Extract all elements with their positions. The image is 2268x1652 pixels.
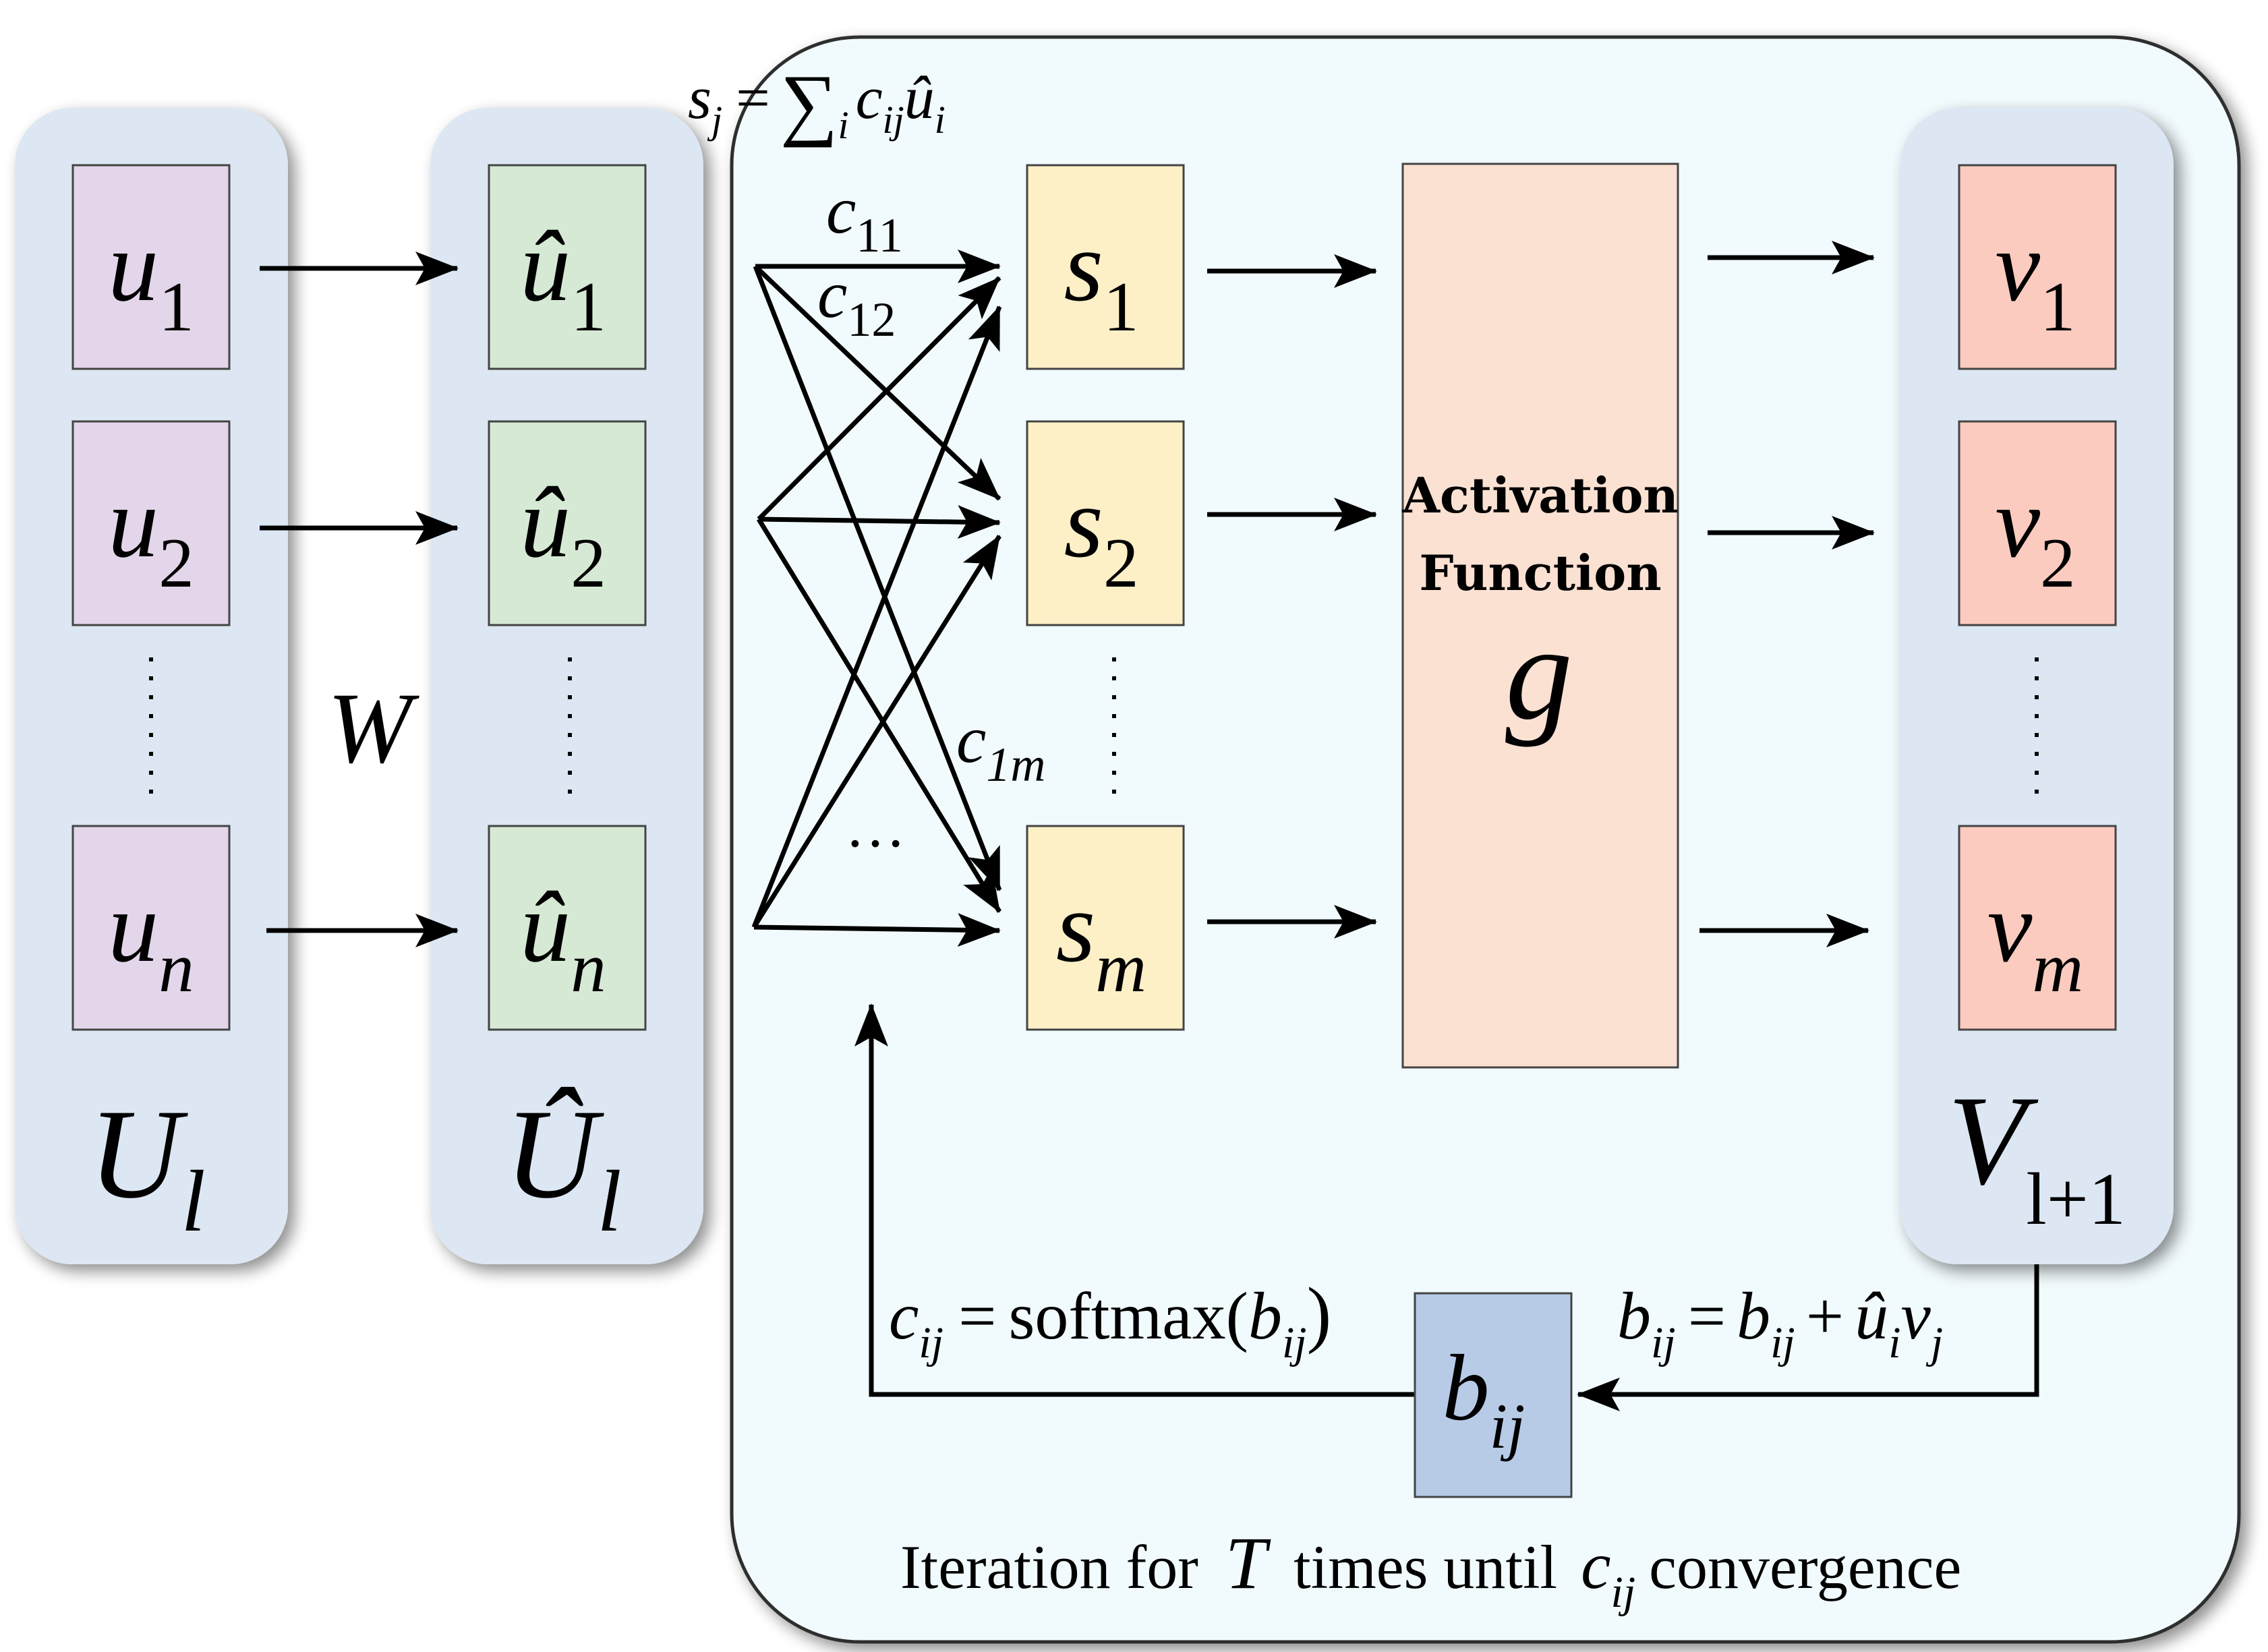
feedback-v-to-b [1577,1264,2039,1411]
output-capsule-v1: v1 [1958,164,2117,370]
svg-text:s1: s1 [1064,210,1139,346]
un-subscript: n [158,928,194,1007]
route-u2-sm [757,518,1001,913]
svg-text:û2: û2 [520,467,606,602]
route-u2-s2 [758,505,1001,539]
input-capsule-un: un [71,825,231,1031]
activation-symbol: g [1505,599,1573,748]
svg-text:û1: û1 [520,210,606,346]
svg-text:un: un [108,871,194,1007]
route-un-s1 [751,305,1002,928]
coupling-label-c11: c11 [826,173,903,262]
route-un-sm [753,913,1001,947]
weighted-sum-s2: s2 [1026,420,1185,626]
svg-text:u1: u1 [108,210,194,346]
weighted-sum-sm: sm [1026,825,1185,1031]
svg-text:sm: sm [1056,871,1146,1007]
update-formula: bij=bij+ûivj [1617,1278,1943,1367]
prediction-vector-u2: û2 [488,420,647,626]
svg-text:v2: v2 [1995,467,2075,602]
activation-label-line2: Function [1419,544,1661,601]
route-un-s2 [752,535,1001,928]
prediction-vector-un: ûn [488,825,647,1031]
routing-ellipsis: … [845,793,906,860]
activation-label-line1: Activation [1401,467,1679,524]
svg-text:vm: vm [1987,871,2083,1007]
route-u1-s2 [753,264,1001,501]
activation-function-block: Activation Function g [1401,163,1679,1069]
output-capsule-v2: v2 [1958,420,2117,626]
u2-symbol: u [108,467,158,579]
coupling-label-c12: c12 [817,257,896,347]
feedback-b-to-routing [854,1003,1415,1397]
routing-connections [751,249,1002,947]
prediction-layer-label: Ûl [504,1084,621,1250]
svg-text:ûn: ûn [520,871,606,1007]
un-symbol: u [108,871,158,983]
u1-subscript: 1 [158,267,194,346]
output-capsule-vm: vm [1958,825,2117,1031]
routing-logit-b: bij [1414,1292,1573,1498]
weighted-sum-s1: s1 [1026,164,1185,370]
weight-matrix-label: W [328,672,420,784]
svg-text:v1: v1 [1995,210,2075,346]
u1-symbol: u [108,210,158,322]
svg-text:u2: u2 [108,467,194,602]
u2-subscript: 2 [158,523,194,602]
input-capsule-u1: u1 [71,164,231,370]
svg-text:s2: s2 [1064,467,1139,602]
input-capsule-u2: u2 [71,420,231,626]
route-u1-sm [753,265,1002,891]
output-layer-label: Vl+1 [1948,1070,2126,1240]
prediction-vector-u1: û1 [488,164,647,370]
softmax-formula: cij=softmax(bij) [889,1272,1331,1367]
coupling-label-c1m: c1m [956,702,1045,792]
route-u2-s1 [757,276,1001,521]
svg-text:bij: bij [1443,1336,1525,1462]
input-layer-label: Ul [88,1084,205,1250]
